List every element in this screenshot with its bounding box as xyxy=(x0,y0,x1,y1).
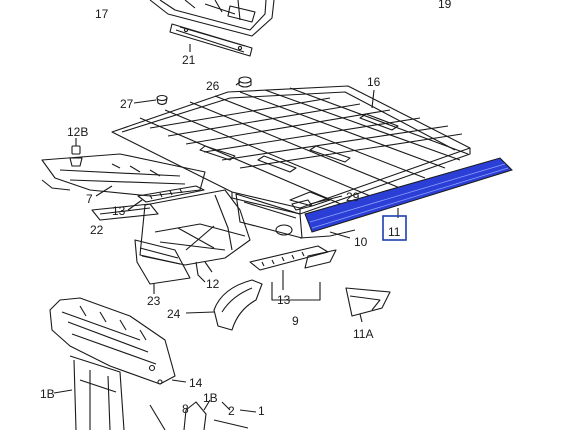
callout-13-lower: 13 xyxy=(277,293,291,307)
part-21-drawing xyxy=(169,23,253,57)
part-14-drawing xyxy=(49,297,176,385)
part-27-drawing xyxy=(156,94,168,106)
callout-21: 21 xyxy=(182,53,196,67)
callout-16: 16 xyxy=(367,75,381,89)
callout-10: 10 xyxy=(354,235,368,249)
callout-27: 27 xyxy=(120,97,134,111)
part-12b-drawing xyxy=(69,145,83,167)
callout-2: 2 xyxy=(228,404,235,418)
part-13-upper-drawing xyxy=(137,185,205,203)
part-1b-drawing xyxy=(69,355,125,431)
part-16-floor-pan xyxy=(111,85,471,215)
part-29-drawing xyxy=(291,199,313,211)
callout-12b: 12B xyxy=(67,125,88,139)
part-11-highlighted-rail[interactable] xyxy=(304,157,513,233)
callout-17: 17 xyxy=(95,7,109,21)
callout-11a: 11A xyxy=(353,327,373,341)
part-22-drawing xyxy=(91,203,159,221)
part-26-drawing xyxy=(238,76,252,88)
callout-23: 23 xyxy=(147,294,161,308)
callout-29: 29 xyxy=(346,190,360,204)
callout-14: 14 xyxy=(189,376,203,390)
callout-13-upper: 13 xyxy=(112,204,126,218)
callout-22: 22 xyxy=(90,223,104,237)
callout-11[interactable]: 11 xyxy=(388,225,401,239)
callout-9-bracket xyxy=(271,282,321,301)
callout-7: 7 xyxy=(86,192,93,206)
callout-11-highlight-box xyxy=(382,215,407,241)
callout-1b-left: 1B xyxy=(40,387,55,401)
part-24-drawing xyxy=(213,279,263,331)
callout-26: 26 xyxy=(206,79,220,93)
part-7-drawing xyxy=(41,153,206,197)
part-12-drawing xyxy=(139,189,251,283)
part-11a-drawing xyxy=(345,287,391,317)
callout-8: 8 xyxy=(182,402,189,416)
part-13-lower-drawing xyxy=(249,245,337,271)
leader-lines xyxy=(53,81,399,413)
callout-1: 1 xyxy=(258,404,265,418)
callout-19: 19 xyxy=(438,0,452,11)
part-10-drawing xyxy=(235,191,356,239)
part-8-drawing xyxy=(183,401,207,431)
part-17-drawing xyxy=(149,0,275,37)
callout-9: 9 xyxy=(292,314,299,328)
callout-24: 24 xyxy=(167,307,181,321)
callout-1b-right: 1B xyxy=(203,391,218,405)
part-23-drawing xyxy=(134,239,191,285)
part-1-drawing xyxy=(149,404,249,431)
callout-12: 12 xyxy=(206,277,220,291)
